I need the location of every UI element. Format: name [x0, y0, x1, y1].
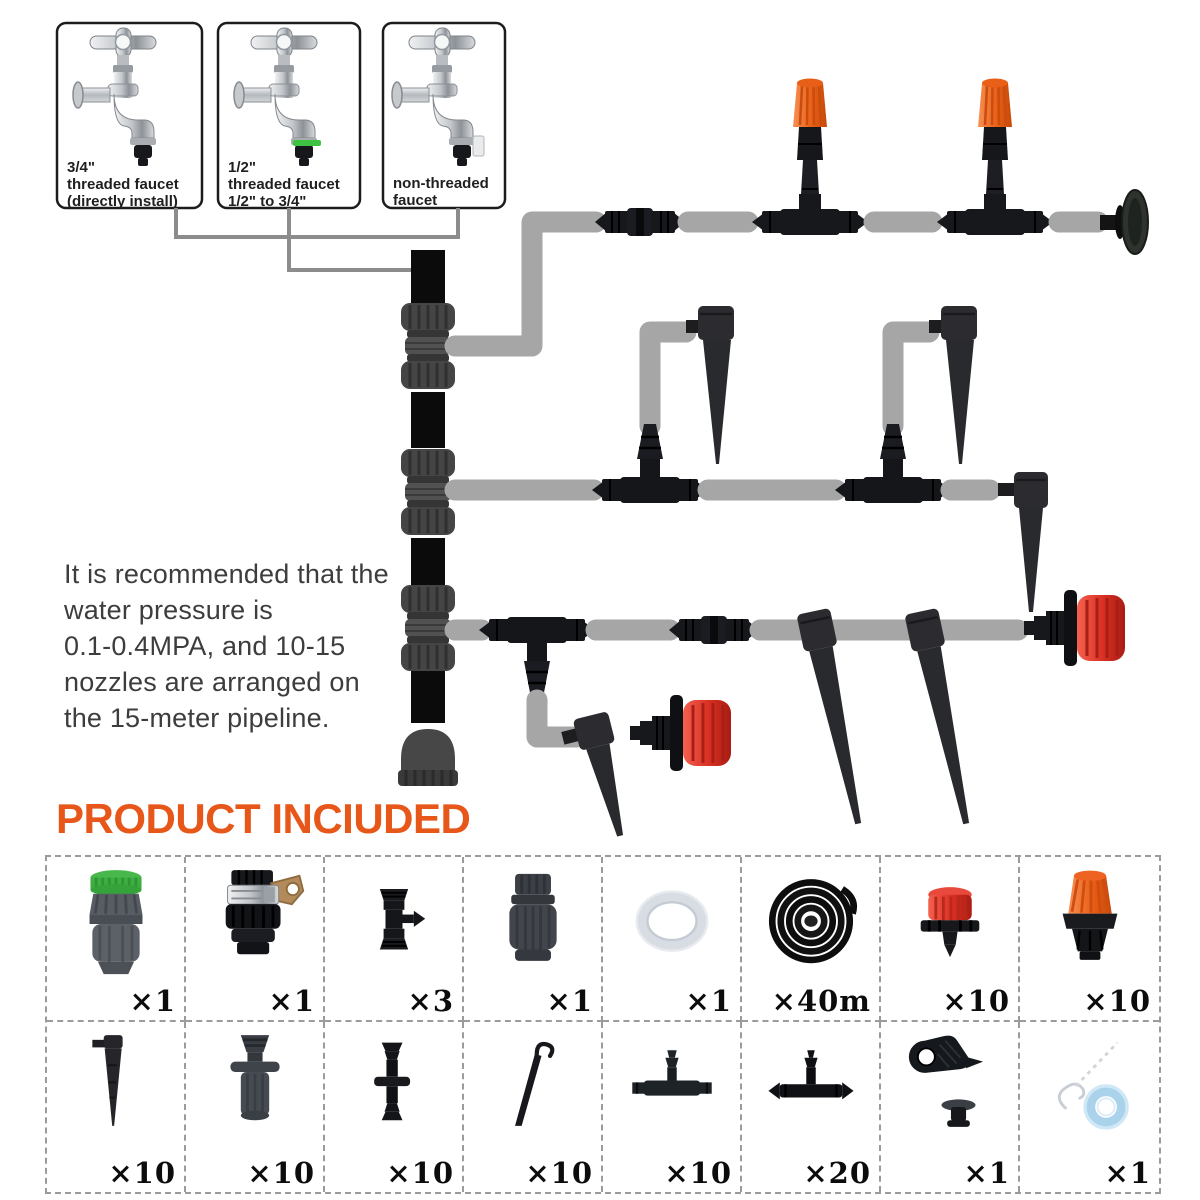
product-cell: ×10	[47, 1022, 186, 1192]
product-cell: ×10	[325, 1022, 464, 1192]
quantity-label: ×40m	[771, 984, 871, 1018]
branch-pipe	[444, 211, 607, 357]
quantity-label: ×1	[546, 984, 593, 1018]
sealing-ring-icon	[635, 890, 708, 952]
section-title: PRODUCT INCIUDED	[56, 795, 471, 842]
quantity-label: ×1	[1104, 1156, 1151, 1190]
middle-branch	[444, 306, 1048, 612]
faucet-label-line: (directly install)	[67, 193, 178, 210]
quantity-label: ×1	[268, 984, 315, 1018]
misting-nozzle-assembly	[935, 77, 1055, 237]
quantity-label: ×10	[1083, 984, 1151, 1018]
note-line: water pressure is	[64, 595, 273, 625]
misting-nozzle-assembly	[750, 77, 870, 237]
supply-hose-segment	[411, 250, 445, 304]
inline-coupler	[594, 207, 686, 237]
quantity-label: ×10	[247, 1156, 315, 1190]
quantity-label: ×1	[129, 984, 176, 1018]
connector-wires	[174, 208, 460, 272]
tee-down-tap	[479, 617, 595, 698]
single-barb-tee-icon	[631, 1050, 712, 1096]
faucet-option-box-1: 3/4" threaded faucet (directly install)	[55, 21, 204, 210]
pressure-note: It is recommended that the water pressur…	[64, 556, 389, 736]
product-cell: ×10	[186, 1022, 325, 1192]
note-line: the 15-meter pipeline.	[64, 703, 330, 733]
faucet-label-line: 1/2"	[228, 159, 256, 176]
faucet-quick-connector-icon	[89, 870, 142, 975]
adjustable-dripper	[1022, 588, 1127, 668]
green-washer	[293, 140, 321, 146]
note-line: nozzles are arranged on	[64, 667, 360, 697]
product-cell: ×10	[464, 1022, 603, 1192]
product-grid: ×1 ×1	[45, 855, 1161, 1194]
irrigation-diagram: 3/4" threaded faucet (directly install) …	[55, 21, 1149, 837]
top-branch	[444, 77, 1149, 357]
faucet-label-line: 1/2" to 3/4"	[228, 193, 306, 210]
supply-hose-segment	[411, 392, 445, 448]
support-pin-icon	[514, 1041, 554, 1126]
supply-hose-segment	[411, 671, 445, 723]
misting-nozzle-icon	[1062, 870, 1117, 960]
drip-stake-tap	[592, 306, 734, 503]
faucet-option-box-2: 1/2" threaded faucet 1/2" to 3/4"	[216, 21, 362, 210]
product-cell: ×1	[881, 1022, 1020, 1192]
end-drip-stake	[998, 472, 1048, 612]
product-cell: ×1	[464, 857, 603, 1022]
supply-hose-segment	[411, 538, 445, 586]
clip-adapter	[472, 135, 485, 157]
straight-plug-connector-icon	[229, 1035, 280, 1121]
product-cell: ×10	[603, 1022, 742, 1192]
product-cell: ×40m	[742, 857, 881, 1022]
note-line: It is recommended that the	[64, 559, 389, 589]
faucet-label-line: threaded faucet	[228, 176, 340, 193]
barbed-tee-icon	[767, 1050, 854, 1100]
product-cell: ×1	[186, 857, 325, 1022]
quantity-label: ×10	[108, 1156, 176, 1190]
drip-stake-tap	[835, 306, 977, 503]
distribution-hose-icon	[768, 879, 857, 964]
barbed-coupler-icon	[379, 889, 425, 950]
inline-coupler	[668, 615, 760, 645]
adjustable-dripper	[628, 693, 733, 773]
product-cell: ×20	[742, 1022, 881, 1192]
tie-and-tape-icon	[1057, 1041, 1129, 1130]
product-cell: ×10	[1020, 857, 1159, 1022]
product-cell: ×1	[603, 857, 742, 1022]
end-cap-dome	[401, 729, 455, 773]
faucet-option-box-3: non-threaded faucet	[381, 21, 507, 210]
bottom-branch	[444, 588, 1127, 837]
faucet-label-line: faucet	[393, 192, 437, 209]
angled-drip-stake	[561, 712, 624, 837]
drip-stake-icon	[91, 1035, 123, 1126]
quantity-label: ×10	[664, 1156, 732, 1190]
adjustable-dripper-icon	[920, 887, 979, 958]
product-cell: ×3	[325, 857, 464, 1022]
faucet-label-line: non-threaded	[393, 175, 489, 192]
quantity-label: ×20	[803, 1156, 871, 1190]
note-line: 0.1-0.4MPA, and 10-15	[64, 631, 346, 661]
end-plug	[1100, 189, 1149, 255]
hole-punch-and-plug-icon	[908, 1035, 983, 1127]
main-supply-line	[398, 250, 472, 786]
faucet-label-line: threaded faucet	[67, 176, 179, 193]
quantity-label: ×10	[386, 1156, 454, 1190]
quantity-label: ×10	[525, 1156, 593, 1190]
angled-drip-stake	[795, 606, 877, 829]
product-cell: ×1	[1020, 1022, 1159, 1192]
angled-drip-stake	[903, 606, 985, 829]
quantity-label: ×3	[407, 984, 454, 1018]
faucet-label-line: 3/4"	[67, 159, 95, 176]
product-cell: ×10	[881, 857, 1020, 1022]
quantity-label: ×1	[963, 1156, 1010, 1190]
quantity-label: ×1	[685, 984, 732, 1018]
hose-connector-icon	[508, 873, 557, 961]
product-cell: ×1	[47, 857, 186, 1022]
universal-tap-adapter-icon	[225, 870, 304, 955]
quantity-label: ×10	[942, 984, 1010, 1018]
double-barb-connector-icon	[373, 1042, 410, 1121]
